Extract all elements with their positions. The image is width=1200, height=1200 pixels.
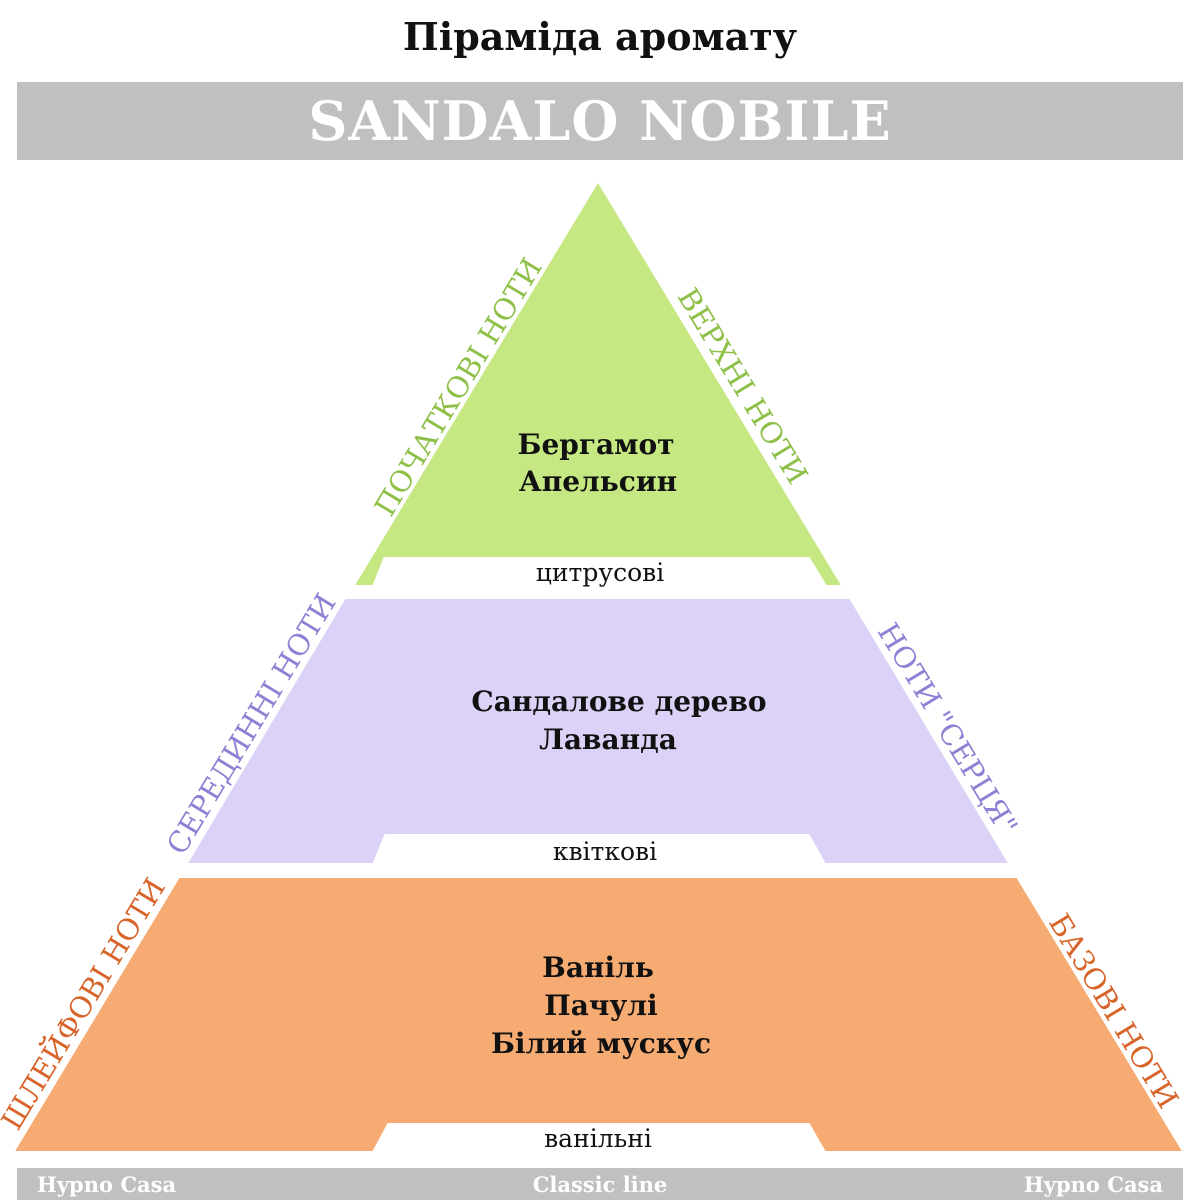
base-note-3: Білий мускус [491, 1027, 711, 1060]
middle-note-1: Сандалове дерево [471, 685, 766, 718]
base-note-1: Ваніль [542, 951, 654, 984]
middle-note-2: Лаванда [539, 723, 677, 756]
footer-line-name: Classic line [532, 1172, 668, 1197]
base-tier: Ваніль Пачулі Білий мускус ванільні ШЛЕЙ… [0, 871, 1185, 1153]
top-category: цитрусові [536, 558, 664, 587]
top-note-2: Апельсин [519, 465, 677, 498]
top-note-1: Бергамот [518, 428, 675, 461]
middle-category: квіткові [553, 837, 657, 866]
base-tier-shape [15, 878, 1182, 1151]
footer-brand-left: Hypno Casa [37, 1172, 177, 1197]
footer-brand-right: Hypno Casa [1023, 1172, 1163, 1197]
footer-bar: Hypno Casa Classic line Hypno Casa [17, 1168, 1183, 1200]
middle-tier-shape [188, 599, 1008, 863]
base-category: ванільні [544, 1124, 652, 1153]
top-tier-shape [355, 183, 841, 585]
page-title: Піраміда аромату [402, 14, 798, 59]
top-tier: Бергамот Апельсин цитрусові ПОЧАТКОВІ НО… [355, 183, 841, 587]
base-note-2: Пачулі [544, 989, 657, 1022]
perfume-name-banner: SANDALO NOBILE [17, 82, 1183, 160]
perfume-name: SANDALO NOBILE [308, 89, 892, 153]
middle-tier: Сандалове дерево Лаванда квіткові СЕРЕДИ… [160, 588, 1025, 866]
